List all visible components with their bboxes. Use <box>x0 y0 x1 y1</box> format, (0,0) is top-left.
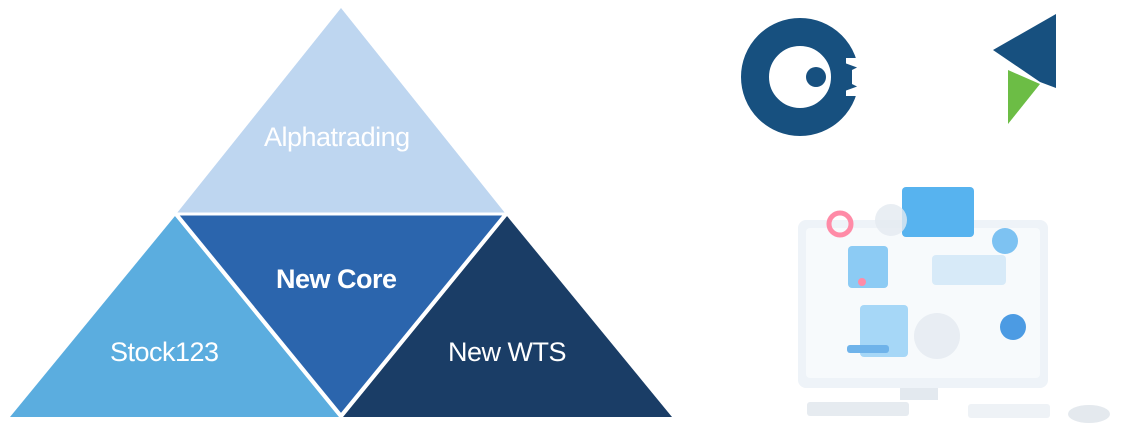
brand-logo-c-icon <box>741 18 866 136</box>
computer-illustration-icon <box>798 187 1110 423</box>
pyramid-right-label: New WTS <box>448 337 567 367</box>
brand-logo-play-icon <box>993 14 1056 124</box>
pyramid-top-label: Alphatrading <box>264 122 410 152</box>
pyramid-right-segment <box>343 216 672 417</box>
pyramid-center-label: New Core <box>276 264 397 294</box>
pyramid-center-segment <box>177 213 505 414</box>
pyramid-top-segment <box>177 8 505 213</box>
pyramid-left-label: Stock123 <box>110 337 219 367</box>
pyramid-left-segment <box>10 216 339 417</box>
